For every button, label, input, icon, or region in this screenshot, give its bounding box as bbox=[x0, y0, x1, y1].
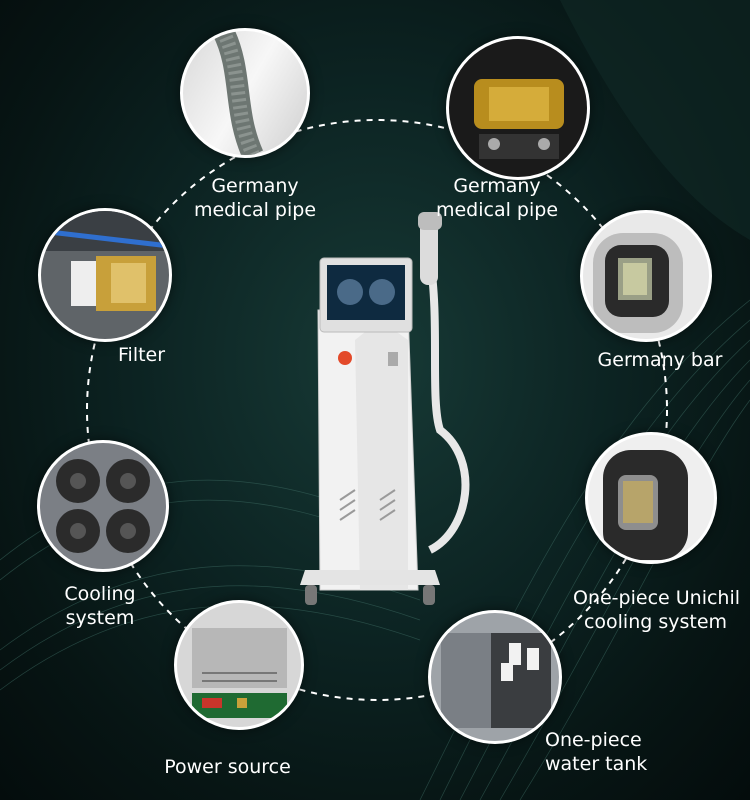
label-power-source: Power source bbox=[160, 755, 295, 779]
label-line: Power source bbox=[164, 756, 291, 778]
water-tank-photo bbox=[428, 610, 562, 744]
label-line: Germany bar bbox=[597, 349, 723, 371]
label-line: One-piece bbox=[545, 729, 642, 751]
label-line: Cooling bbox=[64, 583, 136, 605]
label-unichil-cooling: One-piece Unichil cooling system bbox=[573, 586, 741, 634]
cooling-system-photo bbox=[37, 440, 169, 572]
dashed-ring bbox=[86, 119, 668, 701]
label-line: cooling system bbox=[583, 611, 728, 633]
medical-pipe-photo-right bbox=[446, 36, 590, 180]
germany-bar-photo bbox=[580, 210, 712, 342]
label-cooling-system: Cooling system bbox=[60, 582, 140, 630]
unichil-cooling-photo bbox=[585, 432, 717, 564]
label-germany-medical-pipe-left: Germany medical pipe bbox=[190, 174, 320, 222]
filter-photo bbox=[38, 208, 172, 342]
label-line: water tank bbox=[545, 753, 648, 775]
medical-pipe-photo-left bbox=[180, 28, 310, 158]
label-line: medical pipe bbox=[193, 199, 317, 221]
label-line: Germany bbox=[453, 175, 541, 197]
label-germany-bar: Germany bar bbox=[590, 348, 730, 372]
power-source-photo bbox=[174, 600, 304, 730]
label-line: system bbox=[65, 607, 135, 629]
laser-machine bbox=[300, 212, 470, 605]
label-water-tank: One-piece water tank bbox=[545, 728, 655, 776]
label-germany-medical-pipe-right: Germany medical pipe bbox=[432, 174, 562, 222]
label-line: One-piece Unichil bbox=[573, 587, 741, 609]
label-line: medical pipe bbox=[435, 199, 559, 221]
label-line: Germany bbox=[211, 175, 299, 197]
label-filter: Filter bbox=[118, 343, 178, 367]
label-line: Filter bbox=[118, 344, 166, 366]
